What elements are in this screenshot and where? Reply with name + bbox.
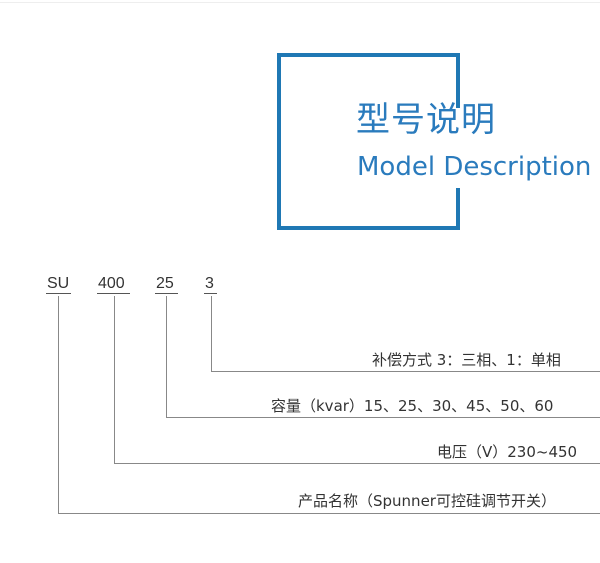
title-frame (277, 53, 460, 230)
desc-product-name: 产品名称（Spunner可控硅调节开关） (298, 492, 556, 510)
code-underline-series (46, 293, 71, 294)
code-part-series: SU (47, 275, 70, 292)
code-part-capacity: 25 (156, 275, 174, 292)
title-chinese: 型号说明 (356, 100, 496, 140)
desc-voltage: 电压（V）230~450 (437, 443, 578, 461)
connector-capacity-vertical (166, 296, 167, 418)
connector-voltage-horizontal (114, 463, 600, 464)
code-underline-voltage (97, 293, 130, 294)
connector-capacity-horizontal (166, 417, 600, 418)
code-part-phase: 3 (205, 275, 214, 292)
connector-series-horizontal (58, 513, 600, 514)
connector-phase-horizontal (211, 371, 600, 372)
desc-capacity: 容量（kvar）15、25、30、45、50、60 (271, 397, 554, 415)
connector-series-vertical (58, 296, 59, 514)
title-frame-gap (452, 108, 466, 188)
desc-phase: 补偿方式 3：三相、1：单相 (372, 351, 561, 369)
title-english: Model Description (357, 152, 592, 182)
connector-phase-vertical (211, 296, 212, 372)
top-divider (0, 2, 600, 3)
code-part-voltage: 400 (98, 275, 125, 292)
code-underline-phase (204, 293, 217, 294)
code-underline-capacity (155, 293, 178, 294)
connector-voltage-vertical (114, 296, 115, 464)
